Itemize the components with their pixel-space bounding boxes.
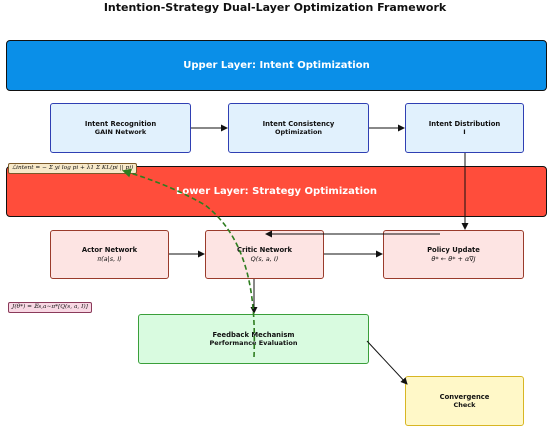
critic-network-formula: Q(s, a, I): [250, 254, 279, 263]
lower-layer-label: Lower Layer: Strategy Optimization: [175, 186, 378, 197]
intent-loss-formula: ℒintent = − Σ yi log pi + λ1 Σ KL(pi || …: [8, 163, 138, 174]
convergence-check-node: Convergence Check: [405, 376, 524, 426]
critic-network-title: Critic Network: [236, 246, 292, 255]
policy-update-title: Policy Update: [427, 246, 480, 255]
intent-recognition-title: Intent Recognition: [84, 119, 157, 128]
feedback-mechanism-title: Feedback Mechanism: [212, 330, 295, 339]
feedback-loop-arrow: [122, 168, 256, 358]
actor-network-formula: π(a|s, I): [97, 254, 122, 263]
upper-layer-label: Upper Layer: Intent Optimization: [183, 60, 370, 71]
intent-distribution-title: Intent Distribution: [428, 119, 501, 128]
intent-recognition-node: Intent Recognition GAIN Network: [50, 103, 191, 153]
policy-objective-formula: J(θ*) = 𝔼s,a∼π*[Q(s, a, I)]: [8, 302, 92, 313]
actor-network-title: Actor Network: [81, 246, 138, 255]
critic-network-node: Critic Network Q(s, a, I): [205, 230, 324, 279]
intent-consistency-subtitle: Optimization: [274, 128, 323, 137]
intent-consistency-title: Intent Consistency: [262, 119, 335, 128]
policy-update-formula: θ* ← θ* + α∇J: [431, 254, 476, 263]
intent-distribution-subtitle: I: [463, 128, 466, 137]
actor-network-node: Actor Network π(a|s, I): [50, 230, 169, 279]
feedback-mechanism-subtitle: Performance Evaluation: [209, 339, 298, 348]
intent-consistency-node: Intent Consistency Optimization: [228, 103, 369, 153]
convergence-check-title: Convergence: [439, 392, 490, 401]
convergence-check-subtitle: Check: [453, 401, 476, 410]
policy-update-node: Policy Update θ* ← θ* + α∇J: [383, 230, 524, 279]
intent-distribution-node: Intent Distribution I: [405, 103, 524, 153]
diagram-title: Intention-Strategy Dual-Layer Optimizati…: [103, 1, 447, 14]
upper-layer-band: Upper Layer: Intent Optimization: [6, 40, 547, 91]
arrow-feedback-to-convergence: [366, 340, 408, 385]
intent-recognition-subtitle: GAIN Network: [94, 128, 147, 137]
lower-layer-band: Lower Layer: Strategy Optimization: [6, 166, 547, 217]
